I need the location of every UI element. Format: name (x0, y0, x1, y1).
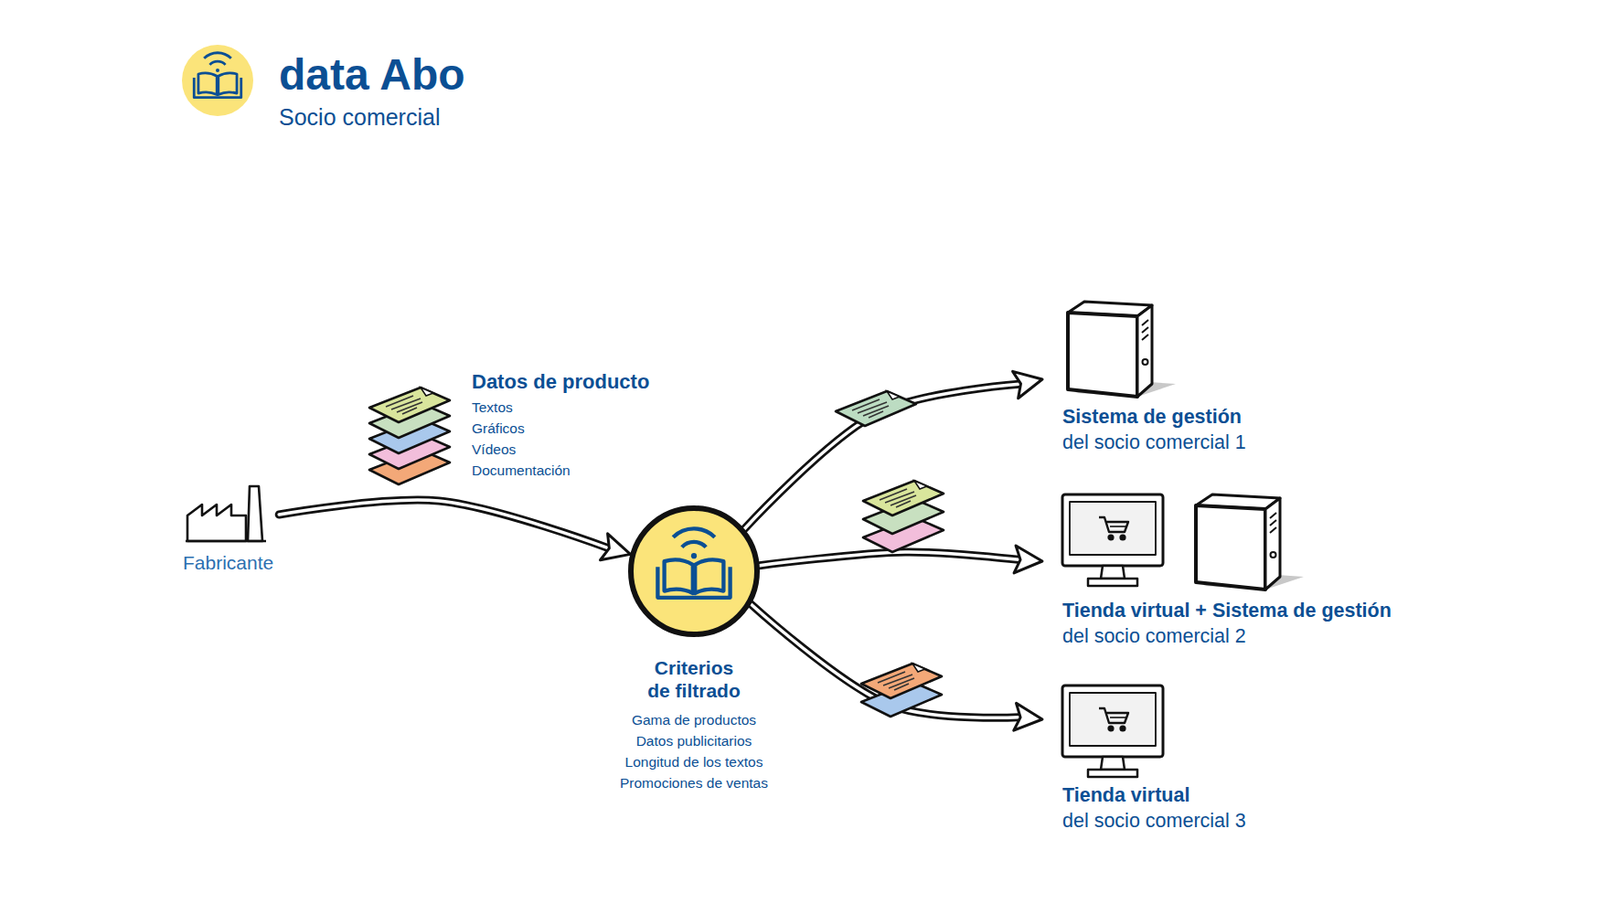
flow-arrow (759, 545, 1043, 574)
partner-node: Sistema de gestióndel socio comercial 1 (1042, 297, 1254, 457)
document-sheet (369, 387, 450, 423)
data-item: Vídeos (471, 441, 516, 459)
partner-heading: Tienda virtual (1062, 783, 1247, 810)
hub-heading: Criterios de filtrado (642, 656, 746, 703)
arrow-head (600, 533, 631, 561)
subtitle: Socio comercial (278, 104, 440, 131)
partner-node: Tienda virtual + Sistema de gestióndel s… (1042, 489, 1399, 651)
hub-circle (628, 505, 760, 638)
document-sheet (863, 480, 944, 516)
document-sheet (835, 391, 917, 427)
diagram-title: data Abo (278, 53, 466, 97)
arrow-body-inner (744, 384, 1019, 529)
data-item: Textos (471, 399, 513, 416)
node-label: Fabricante (182, 551, 274, 575)
arrow-body-inner (750, 604, 1019, 718)
server-tower (1067, 301, 1176, 397)
shop-monitor (1062, 685, 1163, 778)
shop-monitor (1062, 494, 1163, 587)
arrow-body-inner (759, 552, 1019, 566)
partner-heading: Sistema de gestión (1062, 405, 1247, 431)
source-node: Fabricante (182, 480, 279, 575)
criteria-item: Datos publicitarios (584, 730, 804, 752)
book-icon (181, 44, 254, 117)
arrow-body (750, 604, 1019, 718)
factory-icon (185, 486, 267, 542)
data-item: Gráficos (471, 420, 525, 438)
criteria-item: Promociones de ventas (584, 772, 804, 794)
partner-subtitle: del socio comercial 2 (1062, 624, 1392, 651)
partner-subtitle: del socio comercial 3 (1062, 809, 1247, 835)
flow-arrow (750, 604, 1043, 731)
arrow-body (759, 552, 1019, 566)
document-sheet (861, 663, 942, 699)
data-item: Documentación (471, 462, 571, 480)
arrow-head (1013, 545, 1043, 574)
partner-node: Tienda virtualdel socio comercial 3 (1042, 681, 1254, 835)
flow-arrow (744, 371, 1043, 529)
flow-arrow (278, 500, 630, 561)
partner-subtitle: del socio comercial 1 (1062, 430, 1247, 457)
arrow-body (744, 384, 1019, 529)
filter-hub: Criterios de filtradoGama de productosDa… (628, 505, 760, 638)
arrow-body-inner (278, 500, 608, 548)
server-tower (1195, 494, 1304, 590)
partner-heading: Tienda virtual + Sistema de gestión (1062, 598, 1392, 625)
arrow-body (278, 500, 608, 548)
book-icon (630, 508, 758, 635)
arrow-head (1013, 703, 1043, 731)
data-heading: Datos de producto (471, 370, 650, 394)
criteria-item: Gama de productos (584, 709, 804, 731)
criteria-item: Longitud de los textos (584, 751, 804, 773)
arrow-head (1013, 371, 1043, 398)
